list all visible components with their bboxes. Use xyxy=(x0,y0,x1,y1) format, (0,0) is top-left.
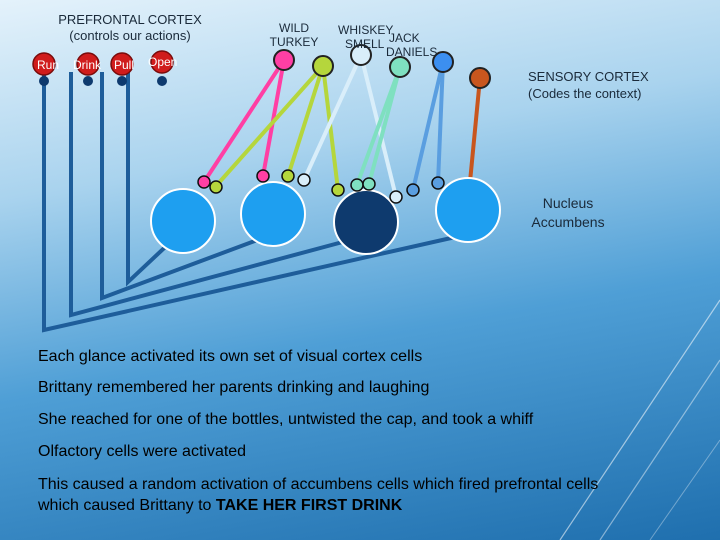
sensory-node-olive xyxy=(312,55,334,77)
sensory-node-blue xyxy=(432,51,454,73)
connection-olive-2 xyxy=(286,65,325,177)
narrative-line-6-prefix: which caused Brittany to xyxy=(38,497,216,514)
connection-wild-turkey-1 xyxy=(202,58,286,184)
jack-daniels-label-line2: DANIELS xyxy=(386,45,438,59)
sensory-title: SENSORY CORTEX xyxy=(528,69,649,84)
connection-wild-turkey-2 xyxy=(261,59,286,177)
synapse-node xyxy=(256,169,270,183)
synapse-node xyxy=(362,177,376,191)
accumbens-cell-1 xyxy=(150,188,216,254)
connection-blue-2 xyxy=(436,61,445,184)
connection-blue-1 xyxy=(411,61,445,191)
connection-smell-1 xyxy=(302,54,363,181)
connection-jack-2 xyxy=(367,66,402,185)
action-label-pull: Pull xyxy=(114,58,135,72)
wild-turkey-label-line2: TURKEY xyxy=(269,35,319,49)
whiskey-smell-label-line1: WHISKEY xyxy=(338,23,394,37)
sensory-node-wild-turkey xyxy=(273,49,295,71)
narrative-line-1: Each glance activated its own set of vis… xyxy=(38,348,423,365)
synapse-node xyxy=(350,178,364,192)
prefrontal-subtitle: (controls our actions) xyxy=(69,28,191,43)
narrative-line-5: This caused a random activation of accum… xyxy=(38,476,599,493)
action-terminal xyxy=(39,76,49,86)
pathway-open xyxy=(126,72,179,287)
synapse-node xyxy=(297,173,311,187)
narrative-line-3: She reached for one of the bottles, untw… xyxy=(38,411,534,428)
sensory-node-whiskey-smell xyxy=(350,44,372,66)
connection-orange xyxy=(468,77,482,183)
accumbens-cell-3-active xyxy=(333,189,399,255)
action-node-pull xyxy=(110,52,134,76)
narrative-emphasis: TAKE HER FIRST DRINK xyxy=(215,497,403,514)
pathway-run xyxy=(42,72,461,333)
sensory-node-orange xyxy=(469,67,491,89)
action-label-open: Open xyxy=(148,55,178,69)
connection-olive-1 xyxy=(214,64,325,188)
connection-olive-3 xyxy=(321,65,340,191)
synapse-node xyxy=(281,169,295,183)
action-terminal xyxy=(117,76,127,86)
synapse-node xyxy=(431,176,445,190)
action-node-drink xyxy=(76,52,100,76)
narrative-line-4: Olfactory cells were activated xyxy=(38,443,247,460)
jack-daniels-label-line1: JACK xyxy=(389,31,420,45)
synapse-node xyxy=(406,183,420,197)
synapse-node xyxy=(331,183,345,197)
action-label-drink: Drink xyxy=(73,58,102,72)
prefrontal-title: PREFRONTAL CORTEX xyxy=(58,12,202,27)
whiskey-smell-label-line2: SMELL xyxy=(345,37,385,51)
wild-turkey-label-line1: WILD xyxy=(279,21,309,35)
action-terminal xyxy=(157,76,167,86)
action-terminal xyxy=(83,76,93,86)
accumbens-cell-4 xyxy=(435,177,501,243)
synapse-node xyxy=(197,175,211,189)
accumbens-cell-2 xyxy=(240,181,306,247)
narrative-line-6: which caused Brittany to TAKE HER FIRST … xyxy=(38,495,698,516)
synapse-node xyxy=(209,180,223,194)
narrative-line-2: Brittany remembered her parents drinking… xyxy=(38,379,430,396)
pathway-drink xyxy=(69,72,366,318)
synapse-node xyxy=(389,190,403,204)
action-label-run: Run xyxy=(37,58,60,72)
accumbens-subtitle: Accumbens xyxy=(531,214,605,230)
pathway-pull xyxy=(100,72,269,301)
sensory-node-jack-daniels xyxy=(389,56,411,78)
accumbens-title: Nucleus xyxy=(542,195,594,211)
sensory-subtitle: (Codes the context) xyxy=(528,86,642,101)
action-node-run xyxy=(32,52,56,76)
action-node-open xyxy=(150,50,174,74)
